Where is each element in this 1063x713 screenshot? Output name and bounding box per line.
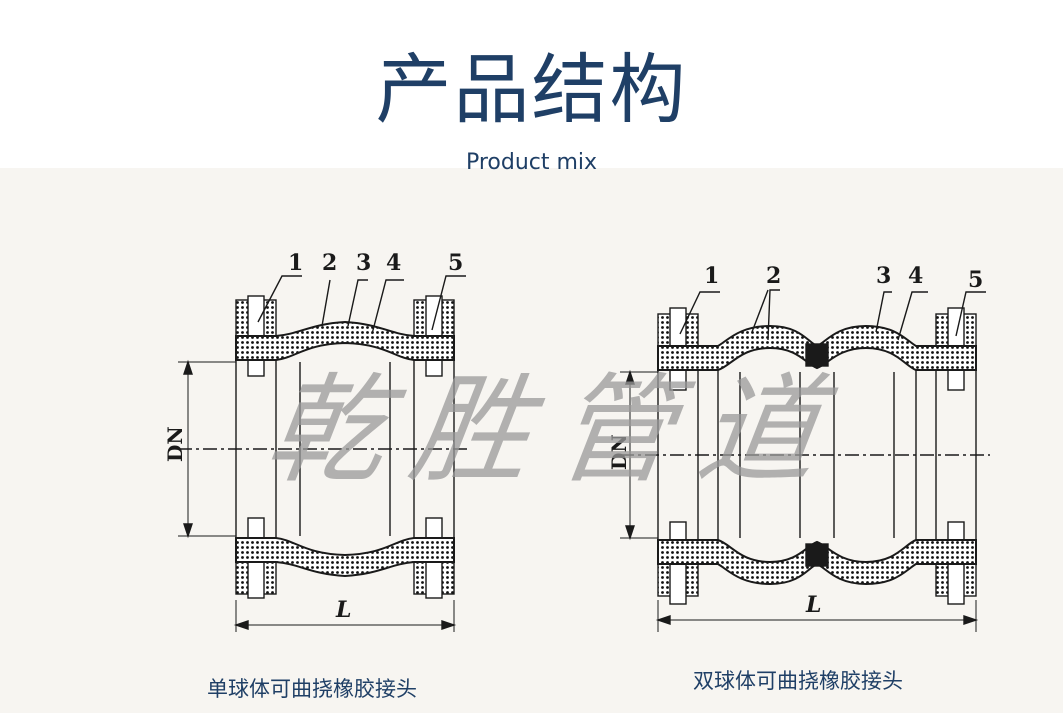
left-leader-3 — [347, 279, 368, 327]
page-subtitle: Product mix — [465, 150, 598, 175]
right-leader-3 — [875, 291, 892, 333]
right-center-ring-top — [805, 343, 829, 367]
right-part-label-5: 5 — [968, 267, 983, 293]
right-leader-2a — [751, 289, 769, 333]
right-part-label-2: 2 — [766, 263, 781, 289]
left-leader-1 — [257, 275, 302, 323]
page-title: 产品结构 — [375, 45, 688, 134]
single-sphere-joint-diagram — [178, 275, 470, 632]
left-leader-4 — [371, 279, 404, 335]
right-center-ring-bottom — [805, 543, 829, 567]
double-sphere-caption: 双球体可曲挠橡胶接头 — [693, 669, 903, 693]
left-part-label-3: 3 — [356, 250, 371, 276]
right-leader-1 — [679, 291, 720, 335]
left-rubber-bottom — [235, 537, 455, 578]
left-part-labels: 1 2 3 4 5 DN L — [163, 250, 463, 623]
single-sphere-caption: 单球体可曲挠橡胶接头 — [207, 677, 417, 701]
right-leader-4 — [897, 291, 928, 341]
left-dn-label: DN — [163, 426, 187, 462]
right-part-label-3: 3 — [876, 263, 891, 289]
diagram-background — [0, 168, 1063, 713]
left-leader-2 — [321, 279, 331, 327]
right-length-label: L — [805, 592, 821, 618]
right-part-label-4: 4 — [908, 263, 923, 289]
left-part-label-1: 1 — [288, 250, 303, 276]
right-part-label-1: 1 — [704, 263, 719, 289]
left-part-label-2: 2 — [322, 250, 337, 276]
left-leader-5 — [431, 275, 466, 331]
double-sphere-joint-diagram — [620, 289, 990, 632]
right-leader-2b — [767, 289, 780, 341]
left-part-label-5: 5 — [448, 250, 463, 276]
left-length-label: L — [335, 597, 351, 623]
right-leader-5 — [955, 291, 986, 337]
left-part-label-4: 4 — [386, 250, 401, 276]
company-watermark: 乾胜管道 — [258, 361, 854, 499]
right-part-labels: 1 2 3 4 5 DN L — [607, 263, 983, 618]
right-dn-label: DN — [607, 434, 631, 470]
